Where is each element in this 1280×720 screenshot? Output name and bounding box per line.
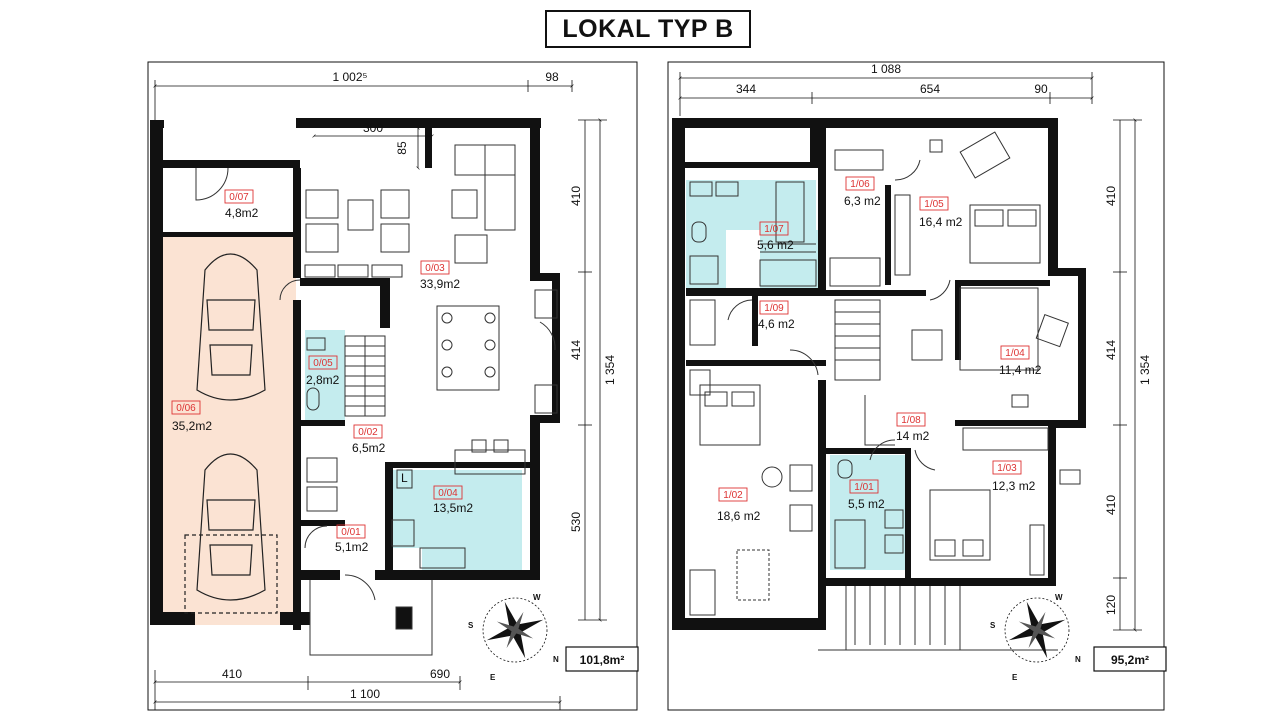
room-id: 1/01: [854, 482, 874, 493]
room-area: 13,5m2: [433, 501, 473, 515]
room-area: 12,3 m2: [992, 479, 1036, 493]
svg-text:N: N: [553, 655, 559, 664]
dim-bottom-a: 410: [222, 667, 242, 681]
compass-rose-icon: W S N E: [990, 593, 1081, 682]
ground-room-labels: 0/07 4,8m2 0/03 33,9m2 0/05 2,8m2 0/06 3…: [172, 192, 473, 554]
upper-dimensions: 1 088 344 654 90 410 414 410 120 1 354 9…: [736, 62, 1152, 667]
ground-walls: [150, 118, 560, 630]
dim-right-b: 414: [569, 340, 583, 360]
dim-bottom-b: 690: [430, 667, 450, 681]
ground-dimensions: 1 002⁵ 98 300 85 410 414 530 1 354 410 6…: [222, 70, 624, 701]
room-area: 11,4 m2: [999, 363, 1042, 377]
svg-text:W: W: [533, 593, 541, 602]
svg-text:E: E: [490, 673, 496, 682]
room-area: 16,4 m2: [919, 215, 963, 229]
upper-total-area: 95,2m²: [1111, 653, 1149, 667]
room-id: 0/07: [229, 192, 249, 203]
room-area: 35,2m2: [172, 419, 212, 433]
dim-inner-small: 85: [395, 141, 409, 155]
sheet-title: LOKAL TYP B: [545, 10, 751, 48]
room-area: 6,3 m2: [844, 194, 881, 208]
kitchen-mark: L: [401, 471, 408, 485]
dim-right-total: 1 354: [1138, 355, 1152, 385]
room-id: 1/07: [764, 224, 784, 235]
room-id: 1/04: [1005, 348, 1025, 359]
room-id: 0/06: [176, 403, 196, 414]
dim-right-c: 530: [569, 512, 583, 532]
ground-total-area: 101,8m²: [580, 653, 625, 667]
room-area: 5,1m2: [335, 540, 369, 554]
dim-inner: 300: [363, 121, 383, 135]
room-id: 1/09: [764, 303, 784, 314]
dim-bottom-total: 1 100: [350, 687, 380, 701]
dim-right-b: 414: [1104, 340, 1118, 360]
room-area: 4,6 m2: [758, 317, 795, 331]
svg-text:E: E: [1012, 673, 1018, 682]
dim-total-width: 1 002⁵: [332, 70, 367, 84]
dim-right-a: 410: [569, 186, 583, 206]
dim-side: 98: [545, 70, 559, 84]
svg-text:S: S: [990, 621, 996, 630]
room-id: 1/08: [901, 415, 921, 426]
room-id: 0/02: [358, 427, 378, 438]
room-area: 18,6 m2: [717, 509, 761, 523]
room-id: 1/02: [723, 490, 743, 501]
room-id: 0/03: [425, 263, 445, 274]
dim-top-a: 344: [736, 82, 756, 96]
ground-floor-plan: [147, 61, 639, 711]
dim-total-width: 1 088: [871, 62, 901, 76]
upper-floor-plan: [667, 61, 1167, 711]
room-id: 1/06: [850, 179, 870, 190]
dim-top-b: 654: [920, 82, 940, 96]
svg-text:S: S: [468, 621, 474, 630]
ground-frame: [147, 61, 638, 711]
room-area: 2,8m2: [306, 373, 340, 387]
room-id: 1/03: [997, 463, 1017, 474]
room-area: 4,8m2: [225, 206, 259, 220]
room-area: 5,6 m2: [757, 238, 794, 252]
room-id: 0/01: [341, 527, 361, 538]
dim-right-d: 120: [1104, 595, 1118, 615]
dim-right-a: 410: [1104, 186, 1118, 206]
dim-right-c: 410: [1104, 495, 1118, 515]
compass-rose-icon: W S N E: [468, 593, 559, 682]
svg-text:W: W: [1055, 593, 1063, 602]
dim-right-total: 1 354: [603, 355, 617, 385]
room-id: 0/05: [313, 358, 333, 369]
room-area: 5,5 m2: [848, 497, 885, 511]
room-id: 0/04: [438, 488, 458, 499]
svg-text:N: N: [1075, 655, 1081, 664]
room-area: 14 m2: [896, 429, 930, 443]
room-area: 6,5m2: [352, 441, 386, 455]
room-id: 1/05: [924, 199, 944, 210]
dim-top-c: 90: [1034, 82, 1048, 96]
upper-room-labels: 1/07 5,6 m2 1/06 6,3 m2 1/05 16,4 m2 1/0…: [717, 179, 1042, 523]
room-area: 33,9m2: [420, 277, 460, 291]
